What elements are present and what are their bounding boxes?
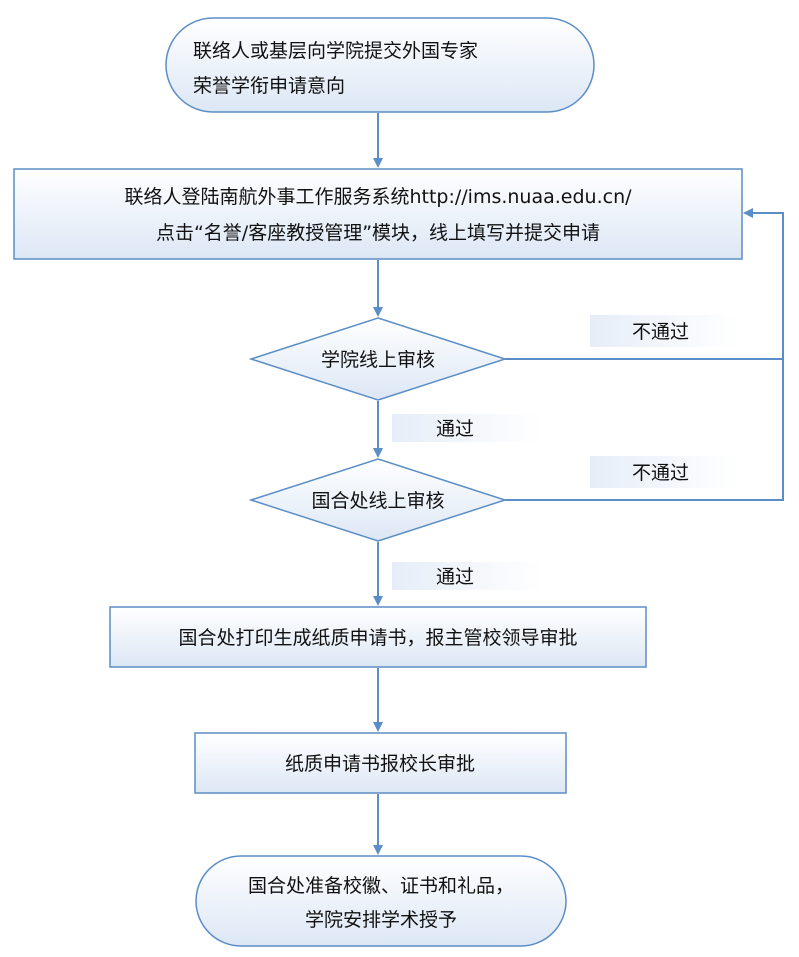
college-review-node: 学院线上审核 <box>248 317 508 401</box>
start-line2: 荣誉学衔申请意向 <box>193 75 345 97</box>
college-pass-text: 通过 <box>436 418 474 440</box>
arrow-college-fail-loop <box>505 208 784 360</box>
intl-review-shape <box>248 458 508 542</box>
submit-node: 联络人登陆南航外事工作服务系统http://ims.nuaa.edu.cn/ 点… <box>13 168 743 260</box>
intl-review-node: 国合处线上审核 <box>248 458 508 542</box>
start-node: 联络人或基层向学院提交外国专家 荣誉学衔申请意向 <box>165 17 595 113</box>
intl-pass-text: 通过 <box>436 566 474 588</box>
college-fail-label: 不通过 <box>590 315 738 347</box>
intl-pass-label-bg <box>392 562 542 590</box>
intl-review-label: 国合处线上审核 <box>311 490 444 512</box>
end-line1: 国合处准备校徽、证书和礼品， <box>248 875 514 897</box>
start-shape <box>165 17 595 113</box>
print-label: 国合处打印生成纸质申请书，报主管校领导审批 <box>178 627 577 649</box>
college-pass-label: 通过 <box>392 414 542 442</box>
intl-fail-label: 不通过 <box>590 456 738 488</box>
college-fail-text: 不通过 <box>632 321 689 343</box>
end-line2: 学院安排学术授予 <box>305 909 457 931</box>
print-node: 国合处打印生成纸质申请书，报主管校领导审批 <box>109 606 647 668</box>
college-pass-label-bg <box>392 414 542 442</box>
start-line1: 联络人或基层向学院提交外国专家 <box>193 40 478 62</box>
submit-shape <box>13 168 743 260</box>
intl-fail-label-bg <box>590 456 738 488</box>
intl-fail-text: 不通过 <box>632 462 689 484</box>
end-shape <box>195 855 567 947</box>
president-shape <box>194 732 567 794</box>
college-review-shape <box>248 317 508 401</box>
print-shape <box>109 606 647 668</box>
submit-line2: 点击“名誉/客座教授管理”模块，线上填写并提交申请 <box>156 222 600 244</box>
president-node: 纸质申请书报校长审批 <box>194 732 567 794</box>
president-label: 纸质申请书报校长审批 <box>285 753 475 775</box>
intl-pass-label: 通过 <box>392 562 542 590</box>
end-node: 国合处准备校徽、证书和礼品， 学院安排学术授予 <box>195 855 567 947</box>
college-review-label: 学院线上审核 <box>321 349 435 371</box>
college-fail-label-bg <box>590 315 738 347</box>
submit-line1: 联络人登陆南航外事工作服务系统http://ims.nuaa.edu.cn/ <box>124 186 632 208</box>
arrow-intl-fail-loop <box>505 359 784 501</box>
